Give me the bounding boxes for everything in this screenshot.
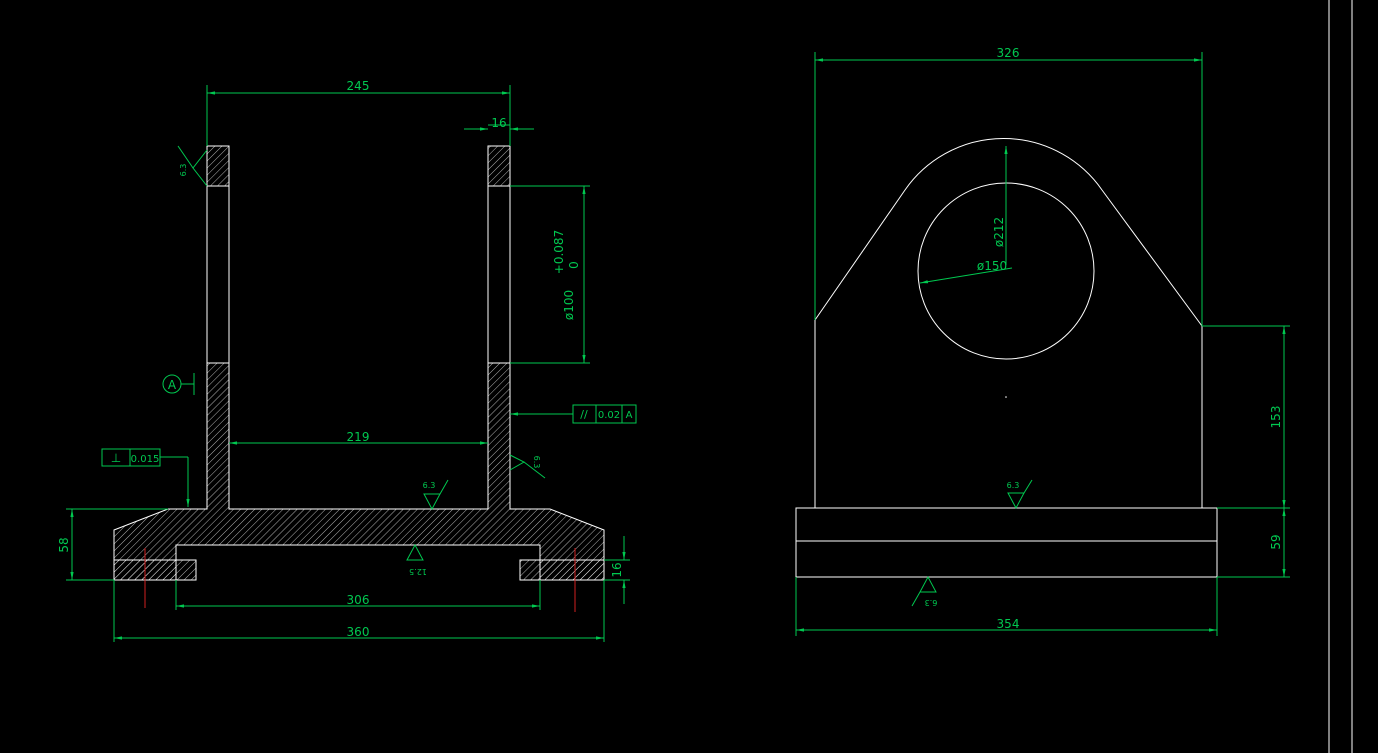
right-flange-bore — [487, 185, 511, 364]
roughness-symbol: 6.3 — [177, 145, 208, 187]
dim-flange-thickness: 16 — [491, 116, 506, 130]
roughness-symbol: 6.3 — [509, 454, 546, 479]
side-body-outline — [814, 138, 1203, 508]
dim-overall-width: 326 — [997, 46, 1020, 60]
right-foot — [519, 559, 605, 581]
roughness-symbol: 12.5 — [406, 543, 427, 576]
dim-bore-dia: ø100 — [562, 290, 576, 320]
side-base — [795, 507, 1218, 578]
roughness-symbol: 6.3 — [423, 479, 449, 511]
svg-text:6.3: 6.3 — [1007, 481, 1020, 490]
svg-text:6.3: 6.3 — [179, 164, 188, 177]
dim-hole-dia: ø150 — [977, 259, 1007, 273]
front-view: 245 16 ø100 +0.087 0 219 306 360 58 — [57, 79, 637, 642]
svg-text:0.015: 0.015 — [131, 454, 160, 465]
dim-center-height: 153 — [1269, 406, 1283, 429]
svg-text:6.3: 6.3 — [423, 481, 436, 490]
svg-text:A: A — [626, 410, 633, 421]
dim-inner-width: 219 — [347, 430, 370, 444]
left-foot — [113, 559, 197, 581]
dim-base-height: 58 — [57, 537, 71, 552]
dim-bore-tol-lower: 0 — [567, 261, 581, 269]
datum-a-marker: A — [162, 373, 195, 395]
svg-text:⊥: ⊥ — [111, 451, 121, 465]
svg-text://: // — [580, 408, 588, 421]
parallelism-tolerance-frame: // 0.02 A — [510, 404, 637, 424]
dim-side-base-width: 354 — [997, 617, 1020, 631]
svg-text:A: A — [168, 378, 177, 392]
roughness-symbol: 6.3 — [1007, 479, 1033, 510]
dim-outer-dia: ø212 — [992, 217, 1006, 247]
dim-slot-width: 306 — [347, 593, 370, 607]
dim-foot-thickness: 16 — [610, 562, 624, 577]
side-view: 326 ø212 ø150 153 59 354 6.3 6.3 — [795, 46, 1290, 636]
dim-top-width: 245 — [347, 79, 370, 93]
svg-text:6.3: 6.3 — [532, 456, 541, 469]
svg-text:6.3: 6.3 — [925, 598, 938, 607]
svg-text:12.5: 12.5 — [409, 567, 427, 576]
left-flange-bore — [206, 185, 230, 364]
perpendicularity-tolerance-frame: ⊥ 0.015 — [101, 448, 190, 507]
roughness-symbol: 6.3 — [911, 575, 938, 607]
right-flange-top-section — [487, 145, 511, 187]
dim-bore-tol-upper: +0.087 — [552, 230, 566, 274]
left-flange-top-section — [206, 145, 230, 187]
dim-side-base-height: 59 — [1269, 534, 1283, 549]
svg-text:0.02: 0.02 — [598, 410, 620, 421]
dim-base-width: 360 — [347, 625, 370, 639]
